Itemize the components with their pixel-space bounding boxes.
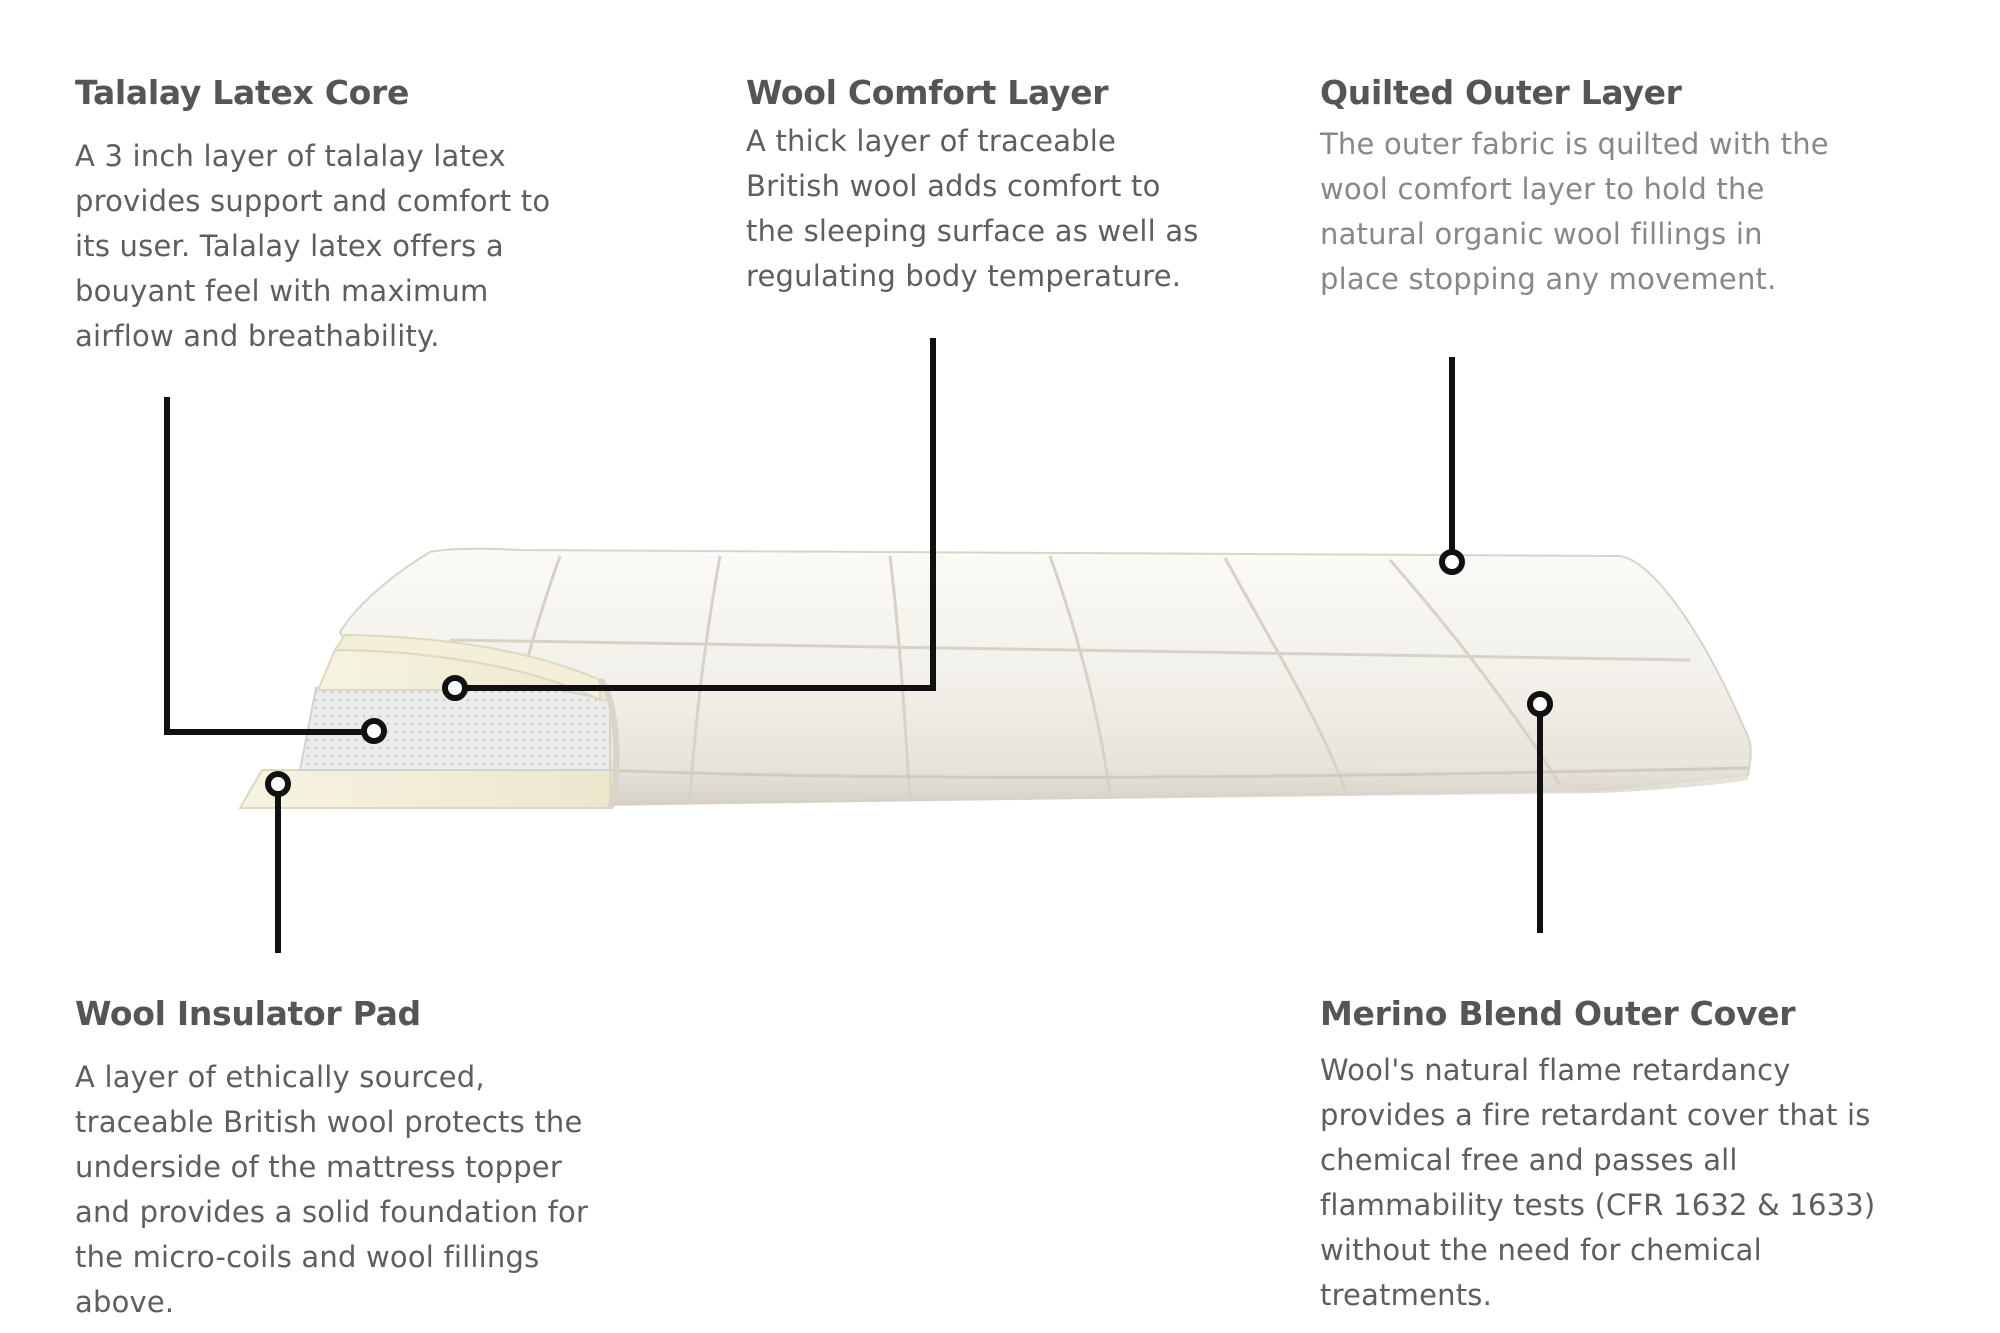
leader-line-talalay <box>164 397 373 735</box>
callout-body: The outer fabric is quilted with the woo… <box>1320 122 1920 302</box>
callout-merino-blend-outer-cover: Merino Blend Outer Cover Wool's natural … <box>1320 997 1940 1318</box>
body-line: provides support and comfort to <box>75 184 551 218</box>
callout-body: A 3 inch layer of talalay latex provides… <box>75 134 635 359</box>
leader-line-wool-comfort <box>459 338 936 691</box>
callout-title: Wool Comfort Layer <box>746 73 1109 112</box>
body-line: provides a fire retardant cover that is <box>1320 1098 1871 1132</box>
callout-body: A thick layer of traceable British wool … <box>746 119 1256 299</box>
body-line: The outer fabric is quilted with the <box>1320 127 1829 161</box>
body-line: its user. Talalay latex offers a <box>75 229 504 263</box>
body-line: above. <box>75 1285 175 1319</box>
body-line: flammability tests (CFR 1632 & 1633) <box>1320 1188 1876 1222</box>
body-line: British wool adds comfort to <box>746 169 1161 203</box>
cutaway-layers <box>238 633 620 810</box>
callout-title: Quilted Outer Layer <box>1320 73 1682 112</box>
body-line: A layer of ethically sourced, <box>75 1060 485 1094</box>
callout-title: Wool Insulator Pad <box>75 994 421 1033</box>
callout-title: Talalay Latex Core <box>75 73 410 112</box>
callout-body: A layer of ethically sourced, traceable … <box>75 1055 655 1325</box>
marker-wool-comfort <box>442 675 468 701</box>
marker-quilted <box>1439 549 1465 575</box>
callout-quilted-outer-layer: Quilted Outer Layer The outer fabric is … <box>1320 76 1920 302</box>
body-line: traceable British wool protects the <box>75 1105 583 1139</box>
body-line: the sleeping surface as well as <box>746 214 1199 248</box>
wool-insulator-layer <box>238 769 611 809</box>
body-line: bouyant feel with maximum <box>75 274 489 308</box>
body-line: airflow and breathability. <box>75 319 440 353</box>
callout-wool-insulator-pad: Wool Insulator Pad A layer of ethically … <box>75 997 655 1325</box>
body-line: natural organic wool fillings in <box>1320 217 1763 251</box>
body-line: regulating body temperature. <box>746 259 1182 293</box>
body-line: wool comfort layer to hold the <box>1320 172 1765 206</box>
body-line: chemical free and passes all <box>1320 1143 1738 1177</box>
body-line: place stopping any movement. <box>1320 262 1777 296</box>
body-line: the micro-coils and wool fillings <box>75 1240 540 1274</box>
latex-core-layer <box>298 686 611 771</box>
marker-talalay <box>361 718 387 744</box>
body-line: Wool's natural flame retardancy <box>1320 1053 1791 1087</box>
body-line: and provides a solid foundation for <box>75 1195 589 1229</box>
body-line: without the need for chemical <box>1320 1233 1762 1267</box>
callout-wool-comfort-layer: Wool Comfort Layer A thick layer of trac… <box>746 76 1256 299</box>
body-line: underside of the mattress topper <box>75 1150 562 1184</box>
marker-merino <box>1527 691 1553 717</box>
marker-insulator <box>265 771 291 797</box>
callout-title: Merino Blend Outer Cover <box>1320 994 1796 1033</box>
body-line: A thick layer of traceable <box>746 124 1117 158</box>
body-line: treatments. <box>1320 1278 1493 1312</box>
callout-talalay-latex-core: Talalay Latex Core A 3 inch layer of tal… <box>75 76 635 359</box>
body-line: A 3 inch layer of talalay latex <box>75 139 506 173</box>
callout-body: Wool's natural flame retardancy provides… <box>1320 1048 1940 1318</box>
